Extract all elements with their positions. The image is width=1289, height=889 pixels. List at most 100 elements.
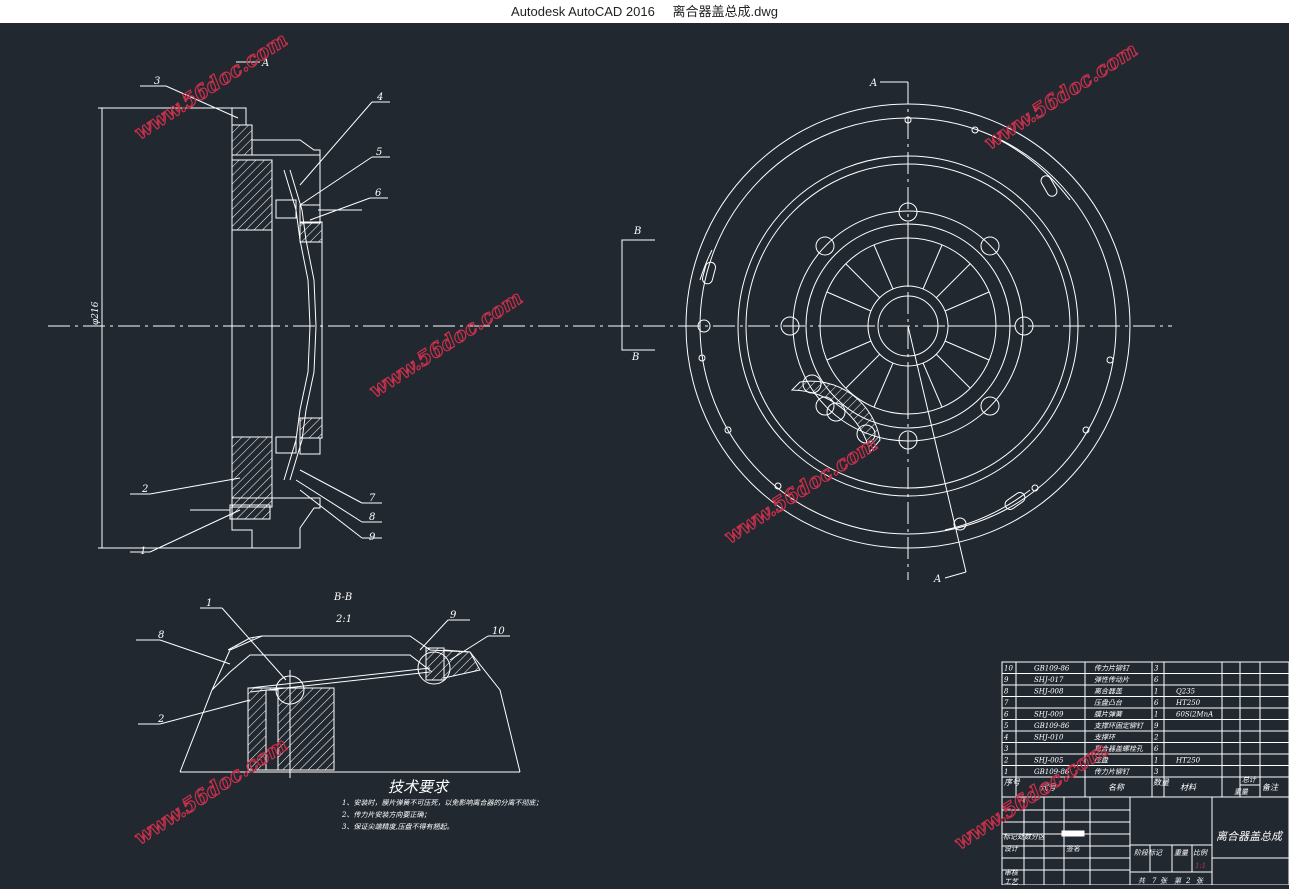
balloon-7: 7 (369, 493, 376, 504)
bom-cell-qty: 6 (1154, 676, 1159, 684)
bom-header: 序号 代号 名称 数量 材料 总计 重量 备注 (1004, 776, 1279, 796)
watermark-4: www.56doc.com (720, 431, 882, 548)
bom-cell-name: 支撑环 (1094, 734, 1116, 742)
bom-cell-no: 7 (1004, 699, 1009, 707)
bom-cell-code: GB109-86 (1034, 722, 1070, 730)
bom-header-no: 序号 (1004, 778, 1021, 787)
bom-cell-qty: 1 (1154, 757, 1158, 765)
balloon-8: 8 (369, 512, 375, 523)
title-block-text: 离合器盖总成 标记处数分区 签名 设计 审核 工艺 阶段标记 重量 比例 1:1… (1003, 830, 1284, 886)
detail-balloons: B-B 2:1 1 8 2 9 10 (157, 592, 505, 725)
bom-cell-qty: 3 (1154, 665, 1159, 673)
watermark-3: www.56doc.com (365, 285, 527, 402)
bom-cell-no: 9 (1004, 676, 1009, 684)
balloon-9: 9 (369, 532, 376, 543)
bom-cell-code: SHJ-017 (1034, 676, 1064, 684)
bom-cell-name: 传力片铆钉 (1094, 768, 1131, 776)
watermark-5: www.56doc.com (130, 732, 292, 849)
detail-balloon-2: 2 (157, 714, 164, 725)
bom-header-total: 总计 (1242, 776, 1257, 784)
bom-cell-qty: 3 (1154, 768, 1159, 776)
sign-label: 签名 (1066, 845, 1081, 853)
bom-cell-qty: 1 (1154, 711, 1158, 719)
bom-cell-name: 弹性传动片 (1094, 676, 1130, 684)
bom-cell-no: 4 (1003, 734, 1008, 742)
bom-cell-qty: 1 (1154, 688, 1158, 696)
detail-view[interactable] (179, 635, 521, 778)
bom-cell-name: 传力片铆钉 (1094, 665, 1131, 673)
bom-cell-name: 离合器盖螺栓孔 (1094, 745, 1144, 753)
center-lines (48, 82, 1172, 580)
bom-cell-no: 2 (1003, 757, 1009, 765)
drawing-canvas[interactable]: φ216 3 A 4 5 6 2 1 7 8 9 B B (0, 23, 1289, 886)
bom-cell-no: 1 (1004, 768, 1008, 776)
bom-cell-no: 3 (1004, 745, 1009, 753)
bom-header-qty: 数量 (1153, 778, 1170, 787)
bom-cell-material: Q235 (1176, 688, 1196, 696)
process-label: 工艺 (1004, 878, 1019, 885)
bom-cell-qty: 9 (1154, 722, 1159, 730)
tech-title: 技术要求 (388, 778, 450, 796)
section-mark-a-top: A (869, 78, 877, 89)
detail-balloon-8: 8 (158, 630, 164, 641)
tech-item-2: 2、传力片安装方向要正确； (341, 811, 430, 819)
review-label: 审核 (1004, 869, 1019, 877)
bom-cell-qty: 6 (1154, 699, 1159, 707)
watermark-2: www.56doc.com (980, 37, 1142, 154)
bom-cell-name: 压盘 (1094, 757, 1109, 765)
bom-cell-qty: 2 (1153, 734, 1159, 742)
dim-label: φ216 (91, 301, 101, 325)
sheet-no-unit: 张 (1196, 877, 1204, 885)
bom-header-code: 代号 (1040, 783, 1057, 792)
sheet-no-label: 第 (1174, 877, 1182, 885)
tech-requirements: 技术要求 1、安装时，膜片弹簧不可压死，以免影响离合器的分离不彻底； 2、传力片… (341, 778, 542, 831)
bom-cell-name: 压盘凸台 (1094, 699, 1123, 707)
bom-cell-name: 离合器盖 (1094, 688, 1123, 696)
section-line-a (880, 81, 967, 579)
drawing-name: 离合器盖总成 (1216, 830, 1284, 843)
bom-cell-code: SHJ-009 (1034, 711, 1064, 719)
section-mark-a-bottom: A (933, 574, 941, 585)
bom-cell-no: 5 (1004, 722, 1009, 730)
bom-cell-material: 60Si2MnA (1176, 711, 1213, 719)
section-line-b (621, 239, 655, 351)
bom-header-name: 名称 (1108, 783, 1126, 792)
bom-table[interactable] (1001, 661, 1289, 798)
stage-label: 阶段标记 (1134, 849, 1163, 857)
weight-label: 重量 (1174, 849, 1189, 857)
design-label: 设计 (1004, 845, 1019, 853)
detail-leaders (136, 607, 510, 725)
drawing-svg[interactable]: φ216 3 A 4 5 6 2 1 7 8 9 B B (0, 23, 1289, 886)
bom-cell-material: HT250 (1175, 757, 1201, 765)
bom-header-weight: 重量 (1234, 788, 1249, 796)
detail-balloon-1: 1 (206, 598, 212, 609)
left-section-view[interactable] (98, 107, 362, 549)
balloon-2: 2 (141, 484, 148, 495)
bom-cell-code: SHJ-005 (1034, 757, 1064, 765)
section-mark-a-left: A (261, 58, 269, 69)
bom-header-remark: 备注 (1262, 783, 1279, 792)
detail-scale-label: 2:1 (335, 614, 352, 625)
window-titlebar: Autodesk AutoCAD 2016 离合器盖总成.dwg (0, 0, 1289, 23)
bom-header-material: 材料 (1180, 783, 1197, 792)
left-leaders (130, 61, 390, 553)
bom-cell-code: GB109-86 (1034, 768, 1070, 776)
section-mark-b-bottom: B (631, 352, 639, 363)
file-name: 离合器盖总成.dwg (672, 4, 778, 19)
bom-cell-no: 8 (1004, 688, 1009, 696)
bom-cell-code: SHJ-010 (1034, 734, 1064, 742)
balloon-4: 4 (376, 92, 383, 103)
sheet-no-value: 2 (1185, 877, 1191, 885)
sheet-total-value: 7 (1152, 877, 1157, 885)
detail-balloon-9: 9 (450, 610, 457, 621)
balloon-1: 1 (140, 546, 146, 557)
tech-item-1: 1、安装时，膜片弹簧不可压死，以免影响离合器的分离不彻底； (342, 799, 542, 807)
bom-cell-no: 10 (1004, 665, 1013, 673)
left-balloons: 3 A 4 5 6 2 1 7 8 9 (140, 58, 383, 557)
detail-balloon-10: 10 (492, 626, 505, 637)
balloon-3: 3 (154, 76, 160, 87)
bom-cell-no: 6 (1004, 711, 1009, 719)
front-view[interactable] (685, 103, 1131, 549)
bom-cell-code: GB109-86 (1034, 665, 1070, 673)
